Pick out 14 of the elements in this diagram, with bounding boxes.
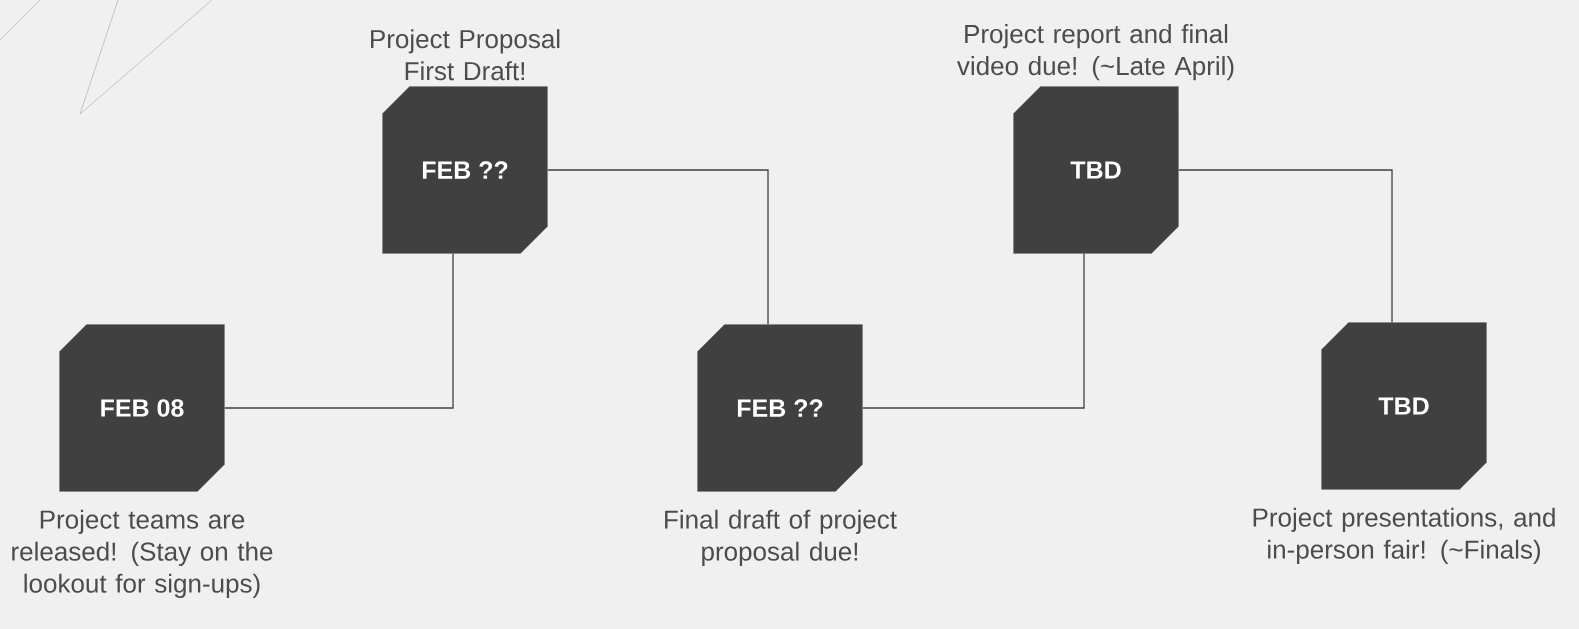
connector-line (547, 169, 769, 325)
milestone-caption: Project report and final video due! (~Late April) (957, 24, 1234, 81)
milestone-box: TBD (1013, 86, 1179, 254)
milestone-caption: Project presentations, and in-person fair! (~Finals) (1253, 507, 1555, 564)
milestone-caption: Project teams are released! (Stay on the lookout for sign-ups) (12, 509, 273, 598)
milestone-box: FEB ?? (382, 86, 548, 254)
connector-line (224, 253, 454, 409)
milestone-box: TBD (1321, 322, 1487, 490)
milestone-caption: Final draft of project proposal due! (665, 509, 897, 566)
milestone-box: FEB 08 (59, 324, 225, 492)
milestone-caption: Project Proposal First Draft! (371, 29, 560, 81)
connector-line (862, 253, 1085, 409)
connector-line (1178, 169, 1393, 323)
milestone-box: FEB ?? (697, 324, 863, 492)
